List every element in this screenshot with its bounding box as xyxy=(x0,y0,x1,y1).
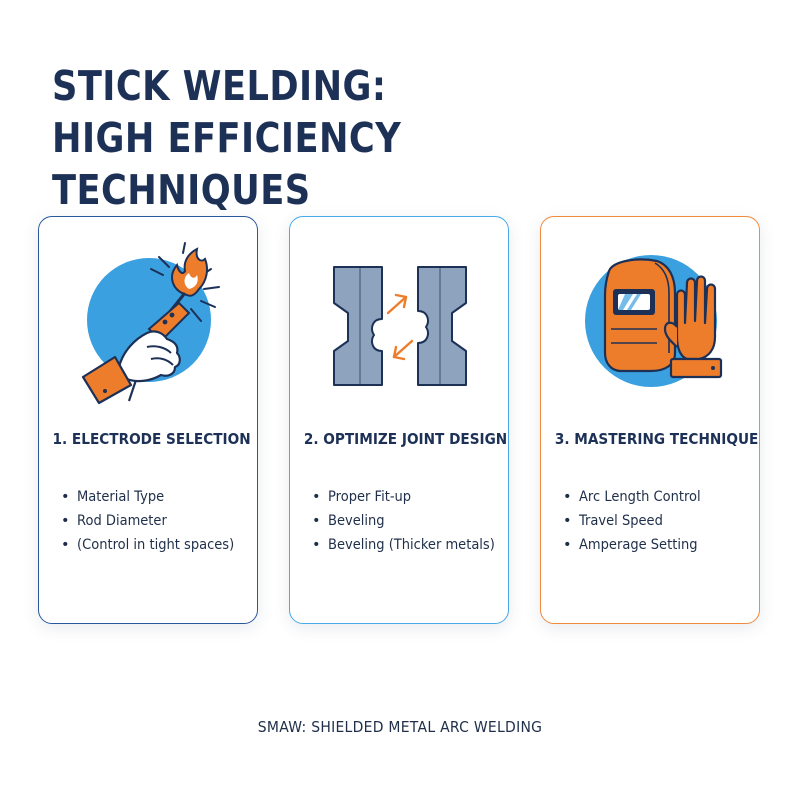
card-heading: 1. ELECTRODE SELECTION xyxy=(52,430,251,448)
list-item: Beveling (Thicker metals) xyxy=(312,533,513,557)
bullet-list: Proper Fit-up Beveling Beveling (Thicker… xyxy=(312,485,513,557)
list-item: Travel Speed xyxy=(563,509,714,533)
card-mastering-technique: 3. MASTERING TECHNIQUE Arc Length Contro… xyxy=(540,216,760,624)
card-joint-design: 2. OPTIMIZE JOINT DESIGN Proper Fit-up B… xyxy=(289,216,509,624)
bullet-list: Material Type Rod Diameter (Control in t… xyxy=(61,485,252,557)
list-item: Arc Length Control xyxy=(563,485,714,509)
list-item: Material Type xyxy=(61,485,252,509)
page-title-line-2: HIGH EFFICIENCY TECHNIQUES xyxy=(52,114,402,214)
list-item: Proper Fit-up xyxy=(312,485,513,509)
footer-caption: SMAW: SHIELDED METAL ARC WELDING xyxy=(257,718,543,736)
joint-plates-icon xyxy=(333,266,467,386)
list-item: Beveling xyxy=(312,509,513,533)
card-electrode-selection: 1. ELECTRODE SELECTION Material Type Rod… xyxy=(38,216,258,624)
page-title: STICK WELDING: HIGH EFFICIENCY TECHNIQUE… xyxy=(52,60,671,216)
page-title-line-1: STICK WELDING: xyxy=(52,62,387,110)
welding-helmet-glove-icon xyxy=(585,255,723,387)
hand-holding-electrode-icon xyxy=(81,242,220,405)
list-item: Rod Diameter xyxy=(61,509,252,533)
list-item: Amperage Setting xyxy=(563,533,714,557)
card-heading: 2. OPTIMIZE JOINT DESIGN xyxy=(303,430,508,448)
card-heading: 3. MASTERING TECHNIQUE xyxy=(554,430,759,448)
bullet-list: Arc Length Control Travel Speed Amperage… xyxy=(563,485,714,557)
list-item-continuation: (Control in tight spaces) xyxy=(61,533,252,557)
